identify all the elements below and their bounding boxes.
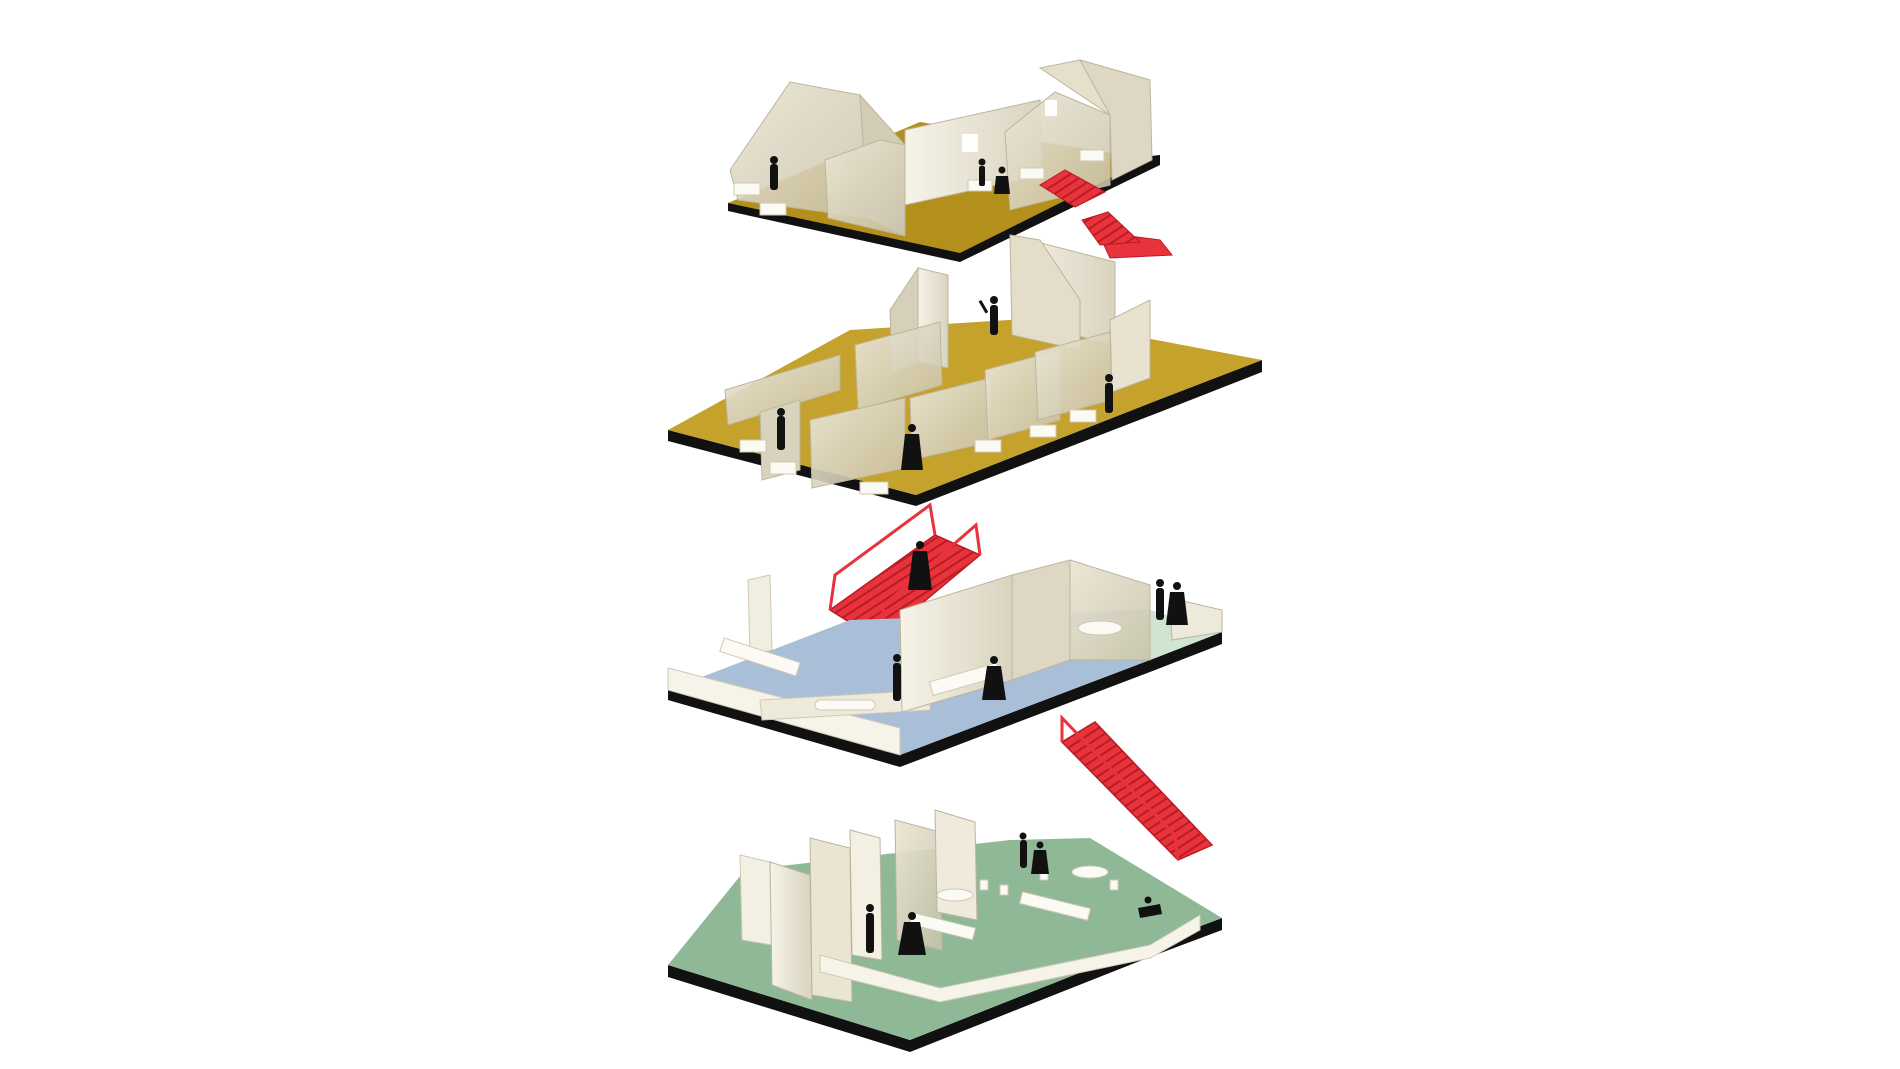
attic-bed (1079, 149, 1105, 162)
first-back-wall (1069, 559, 1151, 661)
person-silhouette (1019, 832, 1027, 868)
person-silhouette (1031, 841, 1049, 874)
attic-bed (733, 182, 761, 196)
level-ground-floor (668, 809, 1222, 1052)
upper-partition (724, 354, 841, 426)
ground-low-wall (819, 914, 1201, 1003)
person-silhouette (901, 424, 923, 470)
upper-wall-right (1109, 299, 1151, 393)
upper-wall-tall-diag (1009, 234, 1081, 351)
upper-bed (859, 481, 889, 495)
ground-table (1018, 891, 1092, 921)
person-silhouette (978, 296, 998, 335)
first-slab-edge (668, 632, 1222, 767)
level-upper-floor (668, 234, 1262, 506)
level-attic (728, 59, 1160, 262)
stair-attic-flight (1039, 169, 1107, 208)
person-silhouette (1105, 374, 1113, 413)
stair-attic-lower-flight (1081, 211, 1142, 246)
upper-partition (854, 321, 943, 411)
person-silhouette (1166, 582, 1188, 625)
attic-bed (1019, 167, 1045, 180)
person-silhouette (908, 541, 932, 590)
ground-chair (979, 879, 989, 891)
ground-wall-fin (934, 809, 978, 921)
stair-first-rail (828, 502, 937, 611)
stair-attic (1039, 169, 1174, 259)
first-round-table (1077, 620, 1123, 636)
attic-bed (759, 202, 787, 216)
person-silhouette (1138, 896, 1162, 918)
upper-bed (1029, 424, 1057, 438)
attic-window-2 (1045, 100, 1057, 116)
first-partition-right (1011, 559, 1071, 681)
person-silhouette (866, 904, 874, 953)
person-silhouette (978, 158, 986, 186)
person-silhouette (982, 656, 1006, 700)
person-silhouette (994, 166, 1010, 194)
attic-wall-right (1078, 59, 1153, 181)
level-first-floor (667, 541, 1223, 767)
ground-round-table (936, 888, 974, 902)
ground-wall-front (769, 861, 813, 1001)
first-table (814, 699, 876, 711)
ground-chair (999, 884, 1009, 896)
upper-bed (769, 461, 797, 475)
person-silhouette (777, 408, 785, 450)
ground-slab-edge (668, 918, 1222, 1052)
attic-window-1 (962, 134, 978, 152)
ground-wall-left (739, 854, 773, 946)
upper-bed (739, 439, 767, 453)
person-silhouette (898, 912, 926, 955)
stair-ground (1060, 714, 1214, 861)
person-silhouette (770, 156, 778, 190)
stair-ground-rail (1060, 714, 1180, 861)
upper-bed (974, 439, 1002, 453)
ground-round-table (1071, 865, 1109, 879)
person-silhouette (1156, 579, 1164, 620)
person-silhouette (893, 654, 901, 701)
first-cabinet-tall (747, 574, 773, 656)
upper-bed (1069, 409, 1097, 423)
first-kitchen-counter (719, 637, 801, 677)
ground-chair (1109, 879, 1119, 891)
